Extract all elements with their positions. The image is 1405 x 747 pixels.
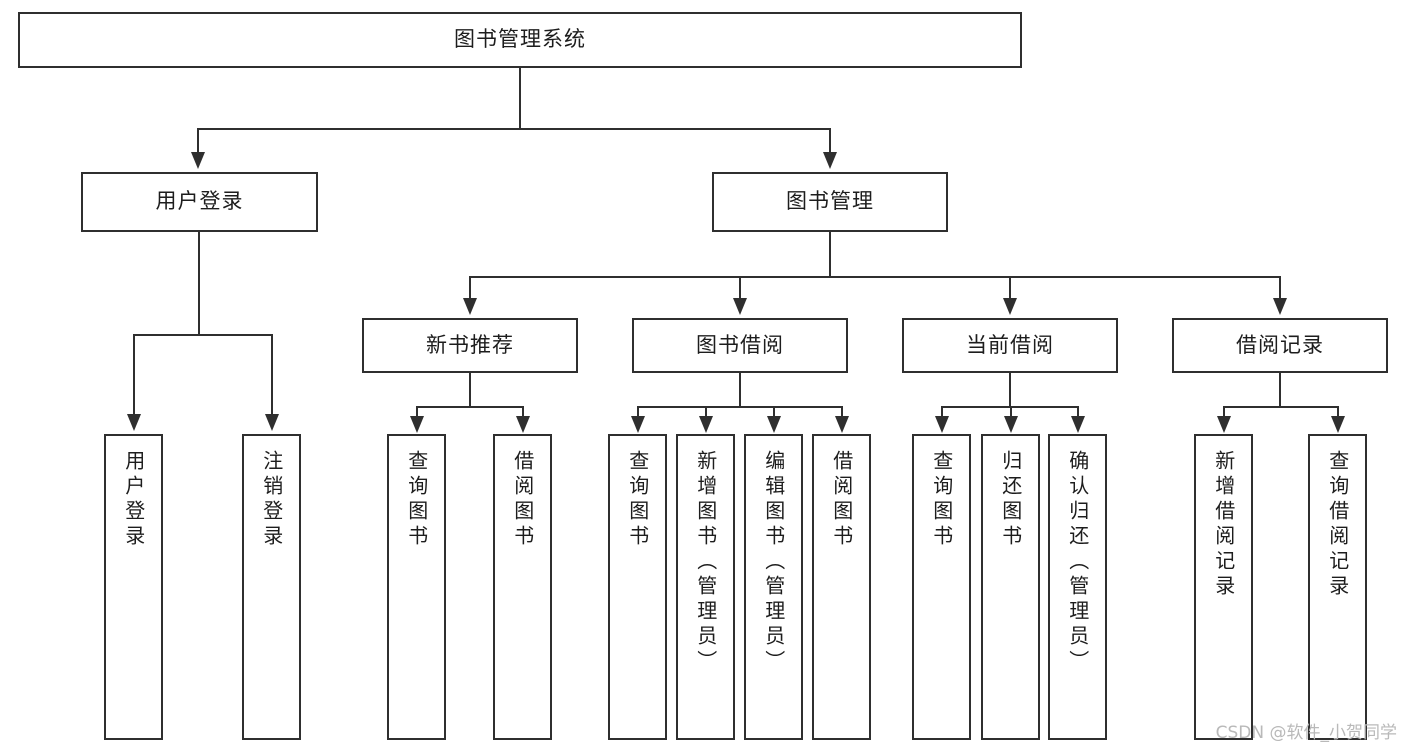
edge-user-login-to-leaf-1	[133, 334, 135, 417]
edge-borrow-record-stem	[1279, 373, 1281, 407]
leaf-user-login-logout[interactable]: 注销登录	[242, 434, 301, 740]
edge-current-borrow-to-leaf-2	[1010, 406, 1012, 419]
edge-book-borrow-to-leaf-2	[705, 406, 707, 419]
arrowhead-borrow-record	[1273, 298, 1287, 315]
edge-bm-to-new-book	[469, 276, 471, 302]
leaf-user-login-login[interactable]: 用户登录	[104, 434, 163, 740]
node-label: 新书推荐	[426, 332, 514, 357]
edge-current-borrow-to-leaf-1	[941, 406, 943, 419]
leaf-current-borrow-query-book[interactable]: 查询图书	[912, 434, 971, 740]
watermark: CSDN @软件_小贺同学	[1215, 723, 1397, 743]
arrowhead-book-borrow-leaf-1	[631, 416, 645, 433]
arrowhead-current-borrow-leaf-3	[1071, 416, 1085, 433]
leaf-new-book-query-book[interactable]: 查询图书	[387, 434, 446, 740]
edge-root-to-user-login	[197, 128, 199, 156]
edge-current-borrow-bus	[941, 406, 1078, 408]
node-label: 图书借阅	[696, 332, 784, 357]
edge-root-to-book-management	[829, 128, 831, 156]
node-book-borrow[interactable]: 图书借阅	[632, 318, 848, 373]
leaf-label: 新增图书（管理员）	[693, 450, 718, 675]
node-label: 用户登录	[155, 189, 244, 214]
leaf-book-borrow-add-book-admin[interactable]: 新增图书（管理员）	[676, 434, 735, 740]
arrowhead-new-book-recommend	[463, 298, 477, 315]
edge-root-bus	[197, 128, 831, 130]
edge-bm-to-book-borrow	[739, 276, 741, 302]
node-label: 借阅记录	[1236, 332, 1324, 357]
node-root-book-management-system[interactable]: 图书管理系统	[18, 12, 1022, 68]
edge-borrow-record-to-leaf-2	[1337, 406, 1339, 419]
arrowhead-user-login	[191, 152, 205, 169]
node-label: 当前借阅	[966, 332, 1054, 357]
edge-book-borrow-bus	[637, 406, 842, 408]
edge-book-borrow-stem	[739, 373, 741, 407]
edge-book-borrow-to-leaf-3	[773, 406, 775, 419]
arrowhead-borrow-record-leaf-1	[1217, 416, 1231, 433]
leaf-label: 查询借阅记录	[1325, 450, 1350, 600]
node-label: 图书管理系统	[454, 27, 586, 52]
edge-book-borrow-to-leaf-1	[637, 406, 639, 419]
leaf-label: 借阅图书	[510, 450, 535, 550]
edge-new-book-to-leaf-1	[416, 406, 418, 419]
arrowhead-user-login-leaf-2	[265, 414, 279, 431]
node-label: 图书管理	[786, 189, 874, 214]
arrowhead-book-borrow-leaf-4	[835, 416, 849, 433]
node-user-login[interactable]: 用户登录	[81, 172, 318, 232]
edge-root-stem	[519, 68, 521, 128]
arrowhead-current-borrow-leaf-1	[935, 416, 949, 433]
edge-current-borrow-stem	[1009, 373, 1011, 407]
edge-book-management-bus	[469, 276, 1280, 278]
arrowhead-new-book-leaf-1	[410, 416, 424, 433]
edge-bm-to-borrow-record	[1279, 276, 1281, 302]
arrowhead-book-borrow-leaf-3	[767, 416, 781, 433]
node-book-management[interactable]: 图书管理	[712, 172, 948, 232]
arrowhead-current-borrow	[1003, 298, 1017, 315]
arrowhead-book-borrow	[733, 298, 747, 315]
edge-bm-to-current-borrow	[1009, 276, 1011, 302]
edge-new-book-to-leaf-2	[522, 406, 524, 419]
edge-new-book-bus	[416, 406, 523, 408]
leaf-current-borrow-confirm-return-admin[interactable]: 确认归还（管理员）	[1048, 434, 1107, 740]
edge-current-borrow-to-leaf-3	[1077, 406, 1079, 419]
leaf-label: 用户登录	[121, 450, 146, 550]
arrowhead-book-borrow-leaf-2	[699, 416, 713, 433]
node-borrow-record[interactable]: 借阅记录	[1172, 318, 1388, 373]
edge-book-management-stem	[829, 232, 831, 278]
leaf-book-borrow-query-book[interactable]: 查询图书	[608, 434, 667, 740]
edge-user-login-bus	[133, 334, 272, 336]
leaf-borrow-record-query-record[interactable]: 查询借阅记录	[1308, 434, 1367, 740]
leaf-label: 查询图书	[404, 450, 429, 550]
arrowhead-new-book-leaf-2	[516, 416, 530, 433]
leaf-label: 归还图书	[998, 450, 1023, 550]
leaf-label: 查询图书	[929, 450, 954, 550]
edge-borrow-record-bus	[1223, 406, 1338, 408]
edge-borrow-record-to-leaf-1	[1223, 406, 1225, 419]
leaf-book-borrow-borrow-book[interactable]: 借阅图书	[812, 434, 871, 740]
arrowhead-borrow-record-leaf-2	[1331, 416, 1345, 433]
leaf-new-book-borrow-book[interactable]: 借阅图书	[493, 434, 552, 740]
node-new-book-recommend[interactable]: 新书推荐	[362, 318, 578, 373]
leaf-label: 编辑图书（管理员）	[761, 450, 786, 675]
leaf-book-borrow-edit-book-admin[interactable]: 编辑图书（管理员）	[744, 434, 803, 740]
leaf-label: 确认归还（管理员）	[1065, 450, 1090, 675]
arrowhead-current-borrow-leaf-2	[1004, 416, 1018, 433]
leaf-label: 注销登录	[259, 450, 284, 550]
leaf-borrow-record-add-record[interactable]: 新增借阅记录	[1194, 434, 1253, 740]
leaf-current-borrow-return-book[interactable]: 归还图书	[981, 434, 1040, 740]
leaf-label: 借阅图书	[829, 450, 854, 550]
arrowhead-book-management	[823, 152, 837, 169]
arrowhead-user-login-leaf-1	[127, 414, 141, 431]
edge-book-borrow-to-leaf-4	[841, 406, 843, 419]
node-current-borrow[interactable]: 当前借阅	[902, 318, 1118, 373]
edge-new-book-stem	[469, 373, 471, 407]
edge-user-login-stem	[198, 232, 200, 335]
leaf-label: 查询图书	[625, 450, 650, 550]
leaf-label: 新增借阅记录	[1211, 450, 1236, 600]
edge-user-login-to-leaf-2	[271, 334, 273, 417]
